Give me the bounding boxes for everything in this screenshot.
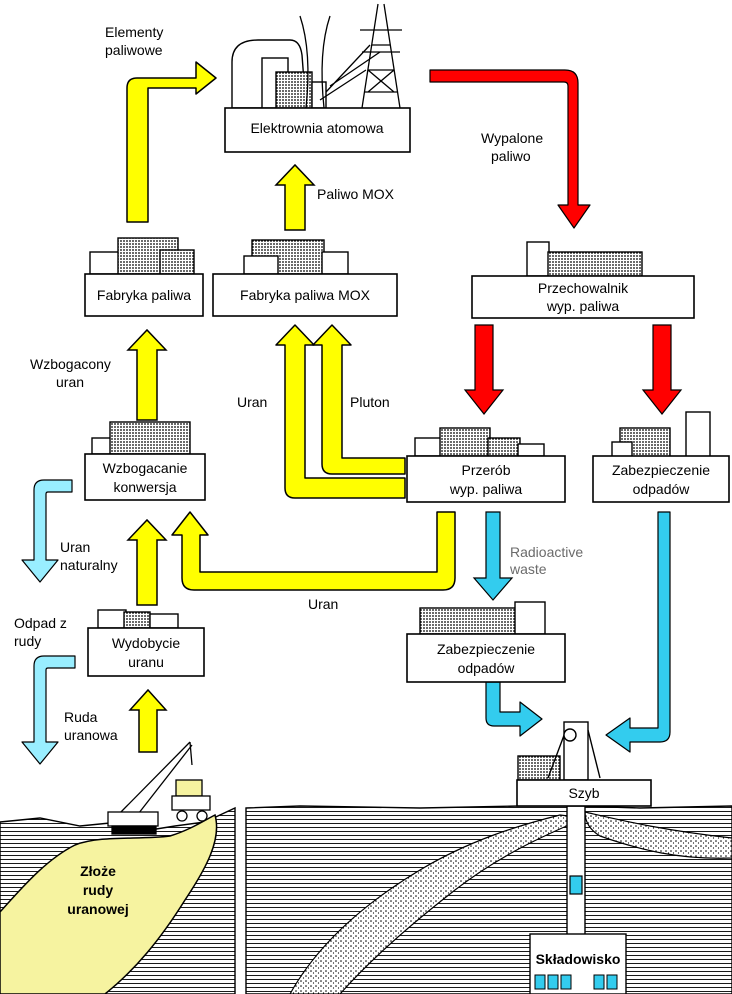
fuel-factory-illustration [89,237,195,275]
enrichment-label-1: Wzbogacanie [103,460,188,476]
waste-mid-label-2: odpadów [458,660,516,676]
fuel-factory-label: Fabryka paliwa [97,287,191,303]
mox-factory-label: Fabryka paliwa MOX [240,287,371,303]
label-radioactive-2: waste [509,561,547,577]
shaft-head-illustration [517,721,601,781]
box-reprocessing: Przerób wyp. paliwa [406,455,566,503]
box-waste-right: Zabezpieczenie odpadów [592,455,730,503]
box-mox-factory: Fabryka paliwa MOX [212,273,398,317]
power-plant-label: Elektrownia atomowa [250,120,383,136]
reprocessing-illustration [414,427,545,457]
arrow-plutonium [312,324,406,475]
box-shaft: Szyb [516,779,652,807]
enrichment-label-2: konwersja [113,479,176,495]
spent-storage-label-1: Przechowalnik [538,280,629,296]
arrow-uranium-ore [128,688,168,753]
arrow-waste-to-shaft [485,681,543,737]
box-mining: Wydobycie uranu [87,627,205,677]
label-fuel-elements-1: Elementy [105,24,163,40]
label-deposit-1: Złoże [80,863,116,879]
box-fuel-factory: Fabryka paliwa [84,273,204,317]
mining-label-1: Wydobycie [112,635,181,651]
storage-illustration [526,241,643,277]
mining-label-2: uranu [128,654,164,670]
reprocessing-label-1: Przerób [461,462,510,478]
arrow-enriched-uranium [126,328,168,421]
waste-mid-illustration [419,601,546,635]
label-mox-fuel: Paliwo MOX [317,186,395,202]
waste-right-illustration [611,411,711,459]
shaft-label: Szyb [568,785,599,801]
waste-right-label-1: Zabezpieczenie [612,462,710,478]
label-ore-waste-1: Odpad z [14,615,67,631]
label-uranium-bottom: Uran [308,596,338,612]
waste-mid-label-1: Zabezpieczenie [437,641,535,657]
box-enrichment: Wzbogacanie konwersja [84,453,206,501]
arrow-uranium-recycle [171,511,456,591]
arrow-fuel-elements [126,61,217,223]
box-waste-mid: Zabezpieczenie odpadów [406,633,566,683]
label-ore-waste-2: rudy [14,633,41,649]
arrow-uranium-to-mox [275,324,406,499]
label-deposit-3: uranowej [67,901,128,917]
label-natural-1: Uran [60,539,90,555]
mox-factory-illustration [243,239,349,275]
waste-right-label-2: odpadów [633,481,691,497]
arrow-spent-fuel [429,69,591,229]
label-enriched-2: uran [56,374,84,390]
shaft-cage [569,875,583,895]
arrow-radioactive-waste [472,511,514,601]
box-spent-storage: Przechowalnik wyp. paliwa [471,275,695,319]
spent-storage-label-2: wyp. paliwa [546,298,620,314]
enrichment-illustration [91,421,191,455]
label-spent-fuel-1: Wypalone [481,130,543,146]
label-plutonium: Pluton [350,394,390,410]
label-radioactive-1: Radioactive [510,544,583,560]
arrow-storage-to-reprocessing [463,324,505,415]
shaft-tube [566,805,586,937]
label-ore-2: uranowa [64,727,118,743]
label-deposit-2: rudy [83,882,114,898]
arrow-storage-to-waste [641,324,683,415]
arrow-enrichment-tailings [21,479,73,583]
mining-illustration [97,609,179,629]
box-power-plant: Elektrownia atomowa [224,107,411,153]
label-natural-2: naturalny [60,557,118,573]
gravel-band-upper [584,811,732,859]
geology [0,805,732,994]
label-enriched-1: Wzbogacony [30,356,111,372]
label-uranium-left: Uran [237,394,267,410]
arrow-mox-fuel [274,163,316,231]
repository-containers [534,974,618,990]
mining-crane [107,741,211,835]
label-spent-fuel-2: paliwo [491,148,531,164]
transmission-tower [319,3,402,109]
reprocessing-label-2: wyp. paliwa [449,481,523,497]
arrow-ore-waste [21,655,76,765]
label-fuel-elements-2: paliwowe [105,42,163,58]
arrow-waste-right-to-shaft [605,511,671,753]
arrow-natural-uranium [126,518,168,606]
label-repository: Składowisko [536,951,621,967]
label-ore-1: Ruda [64,709,98,725]
power-plant-illustration [231,3,402,109]
